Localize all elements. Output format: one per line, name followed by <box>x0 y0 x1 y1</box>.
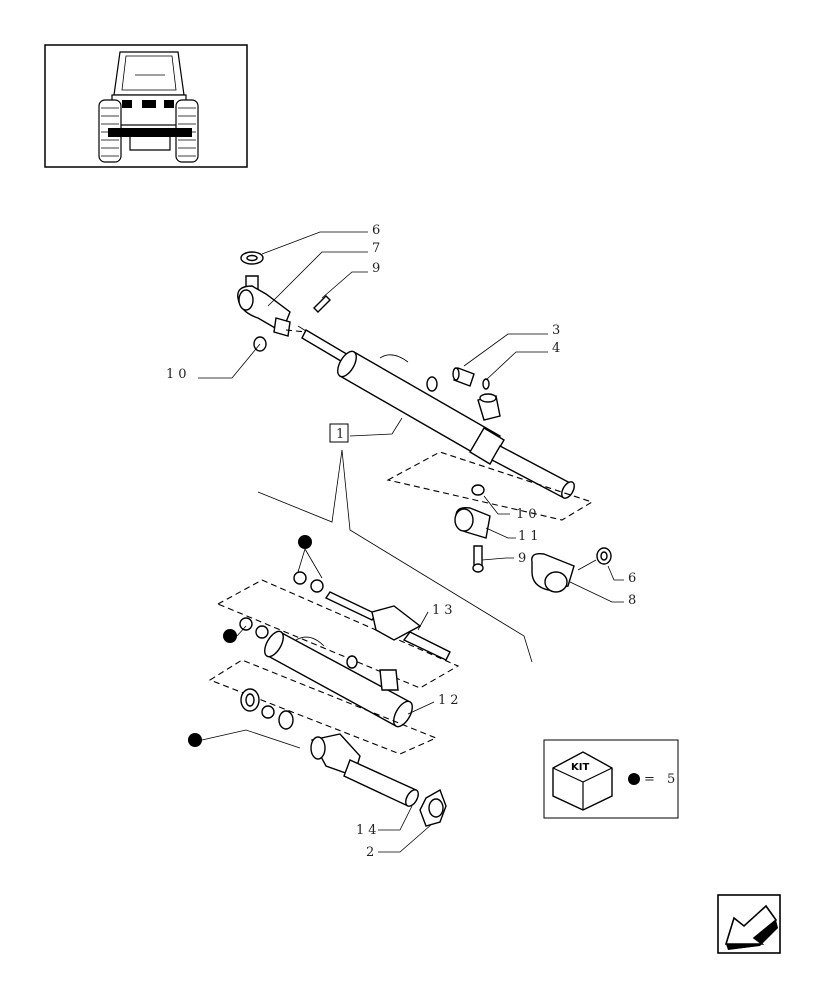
callout-10-lower: 10 <box>516 507 541 522</box>
callout-3: 3 <box>552 323 564 338</box>
callout-2: 2 <box>366 845 378 860</box>
lower-right-joint <box>454 484 612 593</box>
lower-exploded-assembly <box>208 449 533 827</box>
callout-8: 8 <box>628 593 640 608</box>
back-arrow-button[interactable] <box>717 894 781 954</box>
kit-legend-text: = 5 <box>644 772 679 787</box>
kit-cube-icon <box>552 751 613 811</box>
callout-13: 13 <box>432 603 457 618</box>
callout-1-box: 1 <box>329 423 349 443</box>
callout-10-upper: 10 <box>166 367 191 382</box>
tractor-thumbnail <box>44 44 248 168</box>
kit-legend-box: KIT = 5 <box>543 739 679 819</box>
callout-7: 7 <box>372 241 384 256</box>
callout-1: 1 <box>336 427 348 442</box>
kit-legend-dot <box>628 773 640 785</box>
callout-11: 11 <box>518 529 543 544</box>
upper-ball-joint <box>237 251 331 352</box>
callout-14: 14 <box>356 823 381 838</box>
callout-6-upper: 6 <box>372 223 384 238</box>
steering-cylinder-upper <box>297 325 575 499</box>
fitting-3-4 <box>452 367 490 390</box>
callout-4: 4 <box>552 341 564 356</box>
arrow-icon <box>724 904 778 950</box>
kit-dot-3 <box>188 733 202 747</box>
kit-dot-2 <box>223 629 237 643</box>
upper-kit-outline <box>386 451 594 521</box>
callout-9-lower: 9 <box>518 551 530 566</box>
callout-9-upper: 9 <box>372 261 384 276</box>
callout-6-lower: 6 <box>628 571 640 586</box>
kit-badge: KIT <box>571 762 589 773</box>
kit-dot-1 <box>298 535 312 549</box>
leader-lines <box>198 231 624 853</box>
callout-12: 12 <box>438 693 463 708</box>
